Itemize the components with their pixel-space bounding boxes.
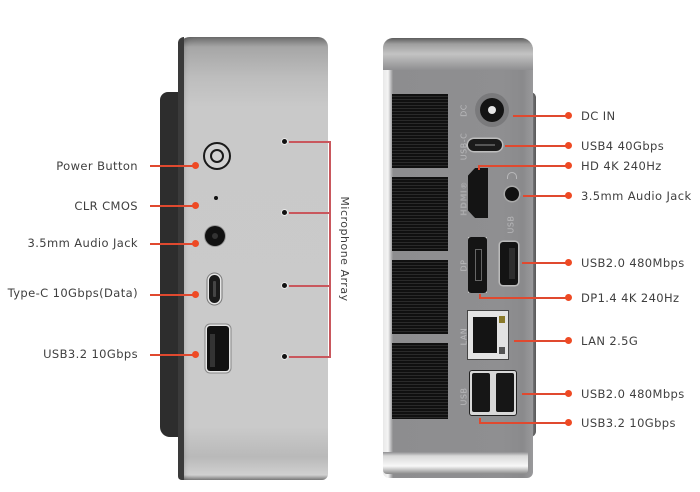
callout-line-lan [514, 340, 566, 342]
callout-label-type-c-front: Type-C 10Gbps(Data) [7, 286, 138, 300]
callout-vline-hdmi [478, 165, 480, 170]
callout-dot-usb32-rear [565, 419, 572, 426]
callout-dot-audio-jack-front [192, 240, 199, 247]
callout-dot-usb2-top [565, 259, 572, 266]
callout-line-clr-cmos [150, 205, 195, 207]
callout-label-lan: LAN 2.5G [581, 334, 639, 348]
callout-vline-dp [479, 294, 481, 298]
callout-label-dc-in: DC IN [581, 109, 616, 123]
headphone-symbol-icon [507, 172, 517, 179]
usb32-port-rear-icon [496, 373, 514, 412]
callout-dot-lan [565, 337, 572, 344]
mic-bracket-line-4 [289, 356, 330, 358]
clr-cmos-hole-icon [214, 196, 218, 200]
microphone-hole-1 [282, 139, 287, 144]
vent-grille-3 [392, 260, 448, 334]
callout-label-audio-jack-rear: 3.5mm Audio Jack [581, 189, 692, 203]
callout-dot-type-c-front [192, 291, 199, 298]
callout-dot-audio-jack-rear [565, 192, 572, 199]
callout-dot-usb2-bottom [565, 390, 572, 397]
callout-dot-usb32-front [192, 351, 199, 358]
callout-label-hdmi: HD 4K 240Hz [581, 159, 662, 173]
callout-vline-usb32-rear [479, 418, 481, 423]
callout-dot-clr-cmos [192, 202, 199, 209]
callout-dot-hdmi [565, 162, 572, 169]
mic-bracket-vertical [329, 141, 331, 358]
type-c-port-front-icon [209, 275, 220, 303]
mic-bracket-line-3 [289, 285, 330, 287]
front-device-body [178, 37, 328, 480]
callout-line-usb32-rear [479, 422, 566, 424]
callout-label-usb2-bottom: USB2.0 480Mbps [581, 387, 685, 401]
dp-port-icon [468, 237, 487, 293]
callout-dot-dp [565, 294, 572, 301]
callout-line-dp [479, 297, 566, 299]
printed-label-usb-top: USB [506, 215, 516, 234]
callout-line-hdmi [478, 165, 566, 167]
printed-label-dc: DC [459, 104, 469, 117]
rear-device-top-edge [383, 38, 533, 70]
callout-line-power-button [150, 165, 195, 167]
printed-label-usb-c: USB-C [459, 132, 469, 161]
dc-in-port-icon [475, 93, 509, 127]
microphone-array-label: Microphone Array [338, 196, 351, 302]
callout-line-dc-in [513, 115, 566, 117]
usb4-port-icon [468, 139, 502, 151]
callout-dot-usb4 [565, 142, 572, 149]
callout-label-usb2-top: USB2.0 480Mbps [581, 256, 685, 270]
callout-line-usb2-top [522, 262, 566, 264]
callout-dot-dc-in [565, 112, 572, 119]
lan-port-icon [467, 310, 509, 360]
usb2-port-bottom-icon [472, 373, 490, 412]
callout-line-type-c-front [150, 294, 195, 296]
vent-grille-1 [392, 94, 448, 168]
usb-a-port-front-icon [207, 326, 229, 371]
callout-label-dp: DP1.4 4K 240Hz [581, 291, 680, 305]
power-button-icon [203, 142, 231, 170]
microphone-hole-4 [282, 354, 287, 359]
vent-grille-4 [392, 343, 448, 419]
callout-label-usb32-rear: USB3.2 10Gbps [581, 416, 676, 430]
usb-dual-port-icon [469, 370, 517, 416]
callout-line-usb32-front [150, 354, 195, 356]
rear-device-bottom-edge [383, 452, 528, 474]
audio-jack-front-icon [205, 226, 225, 246]
callout-dot-power-button [192, 162, 199, 169]
callout-label-usb4: USB4 40Gbps [581, 139, 665, 153]
callout-label-power-button: Power Button [56, 159, 138, 173]
hdmi-port-icon [468, 168, 488, 218]
vent-grille-2 [392, 177, 448, 251]
callout-line-audio-jack-rear [523, 195, 566, 197]
printed-label-hdmi: HDMI® [459, 181, 469, 216]
callout-line-usb4 [505, 145, 566, 147]
callout-label-usb32-front: USB3.2 10Gbps [43, 347, 138, 361]
callout-line-audio-jack-front [150, 243, 195, 245]
mic-bracket-line-1 [289, 141, 330, 143]
audio-jack-rear-icon [505, 187, 519, 201]
microphone-hole-3 [282, 283, 287, 288]
printed-label-usb-bottom: USB [459, 387, 469, 406]
callout-label-clr-cmos: CLR CMOS [74, 199, 138, 213]
callout-line-usb2-bottom [522, 393, 566, 395]
printed-label-dp: DP [459, 259, 469, 272]
callout-label-audio-jack-front: 3.5mm Audio Jack [27, 236, 138, 250]
usb2-port-top-icon [500, 242, 518, 285]
microphone-hole-2 [282, 210, 287, 215]
mic-bracket-line-2 [289, 212, 330, 214]
front-device-edge [178, 37, 184, 480]
